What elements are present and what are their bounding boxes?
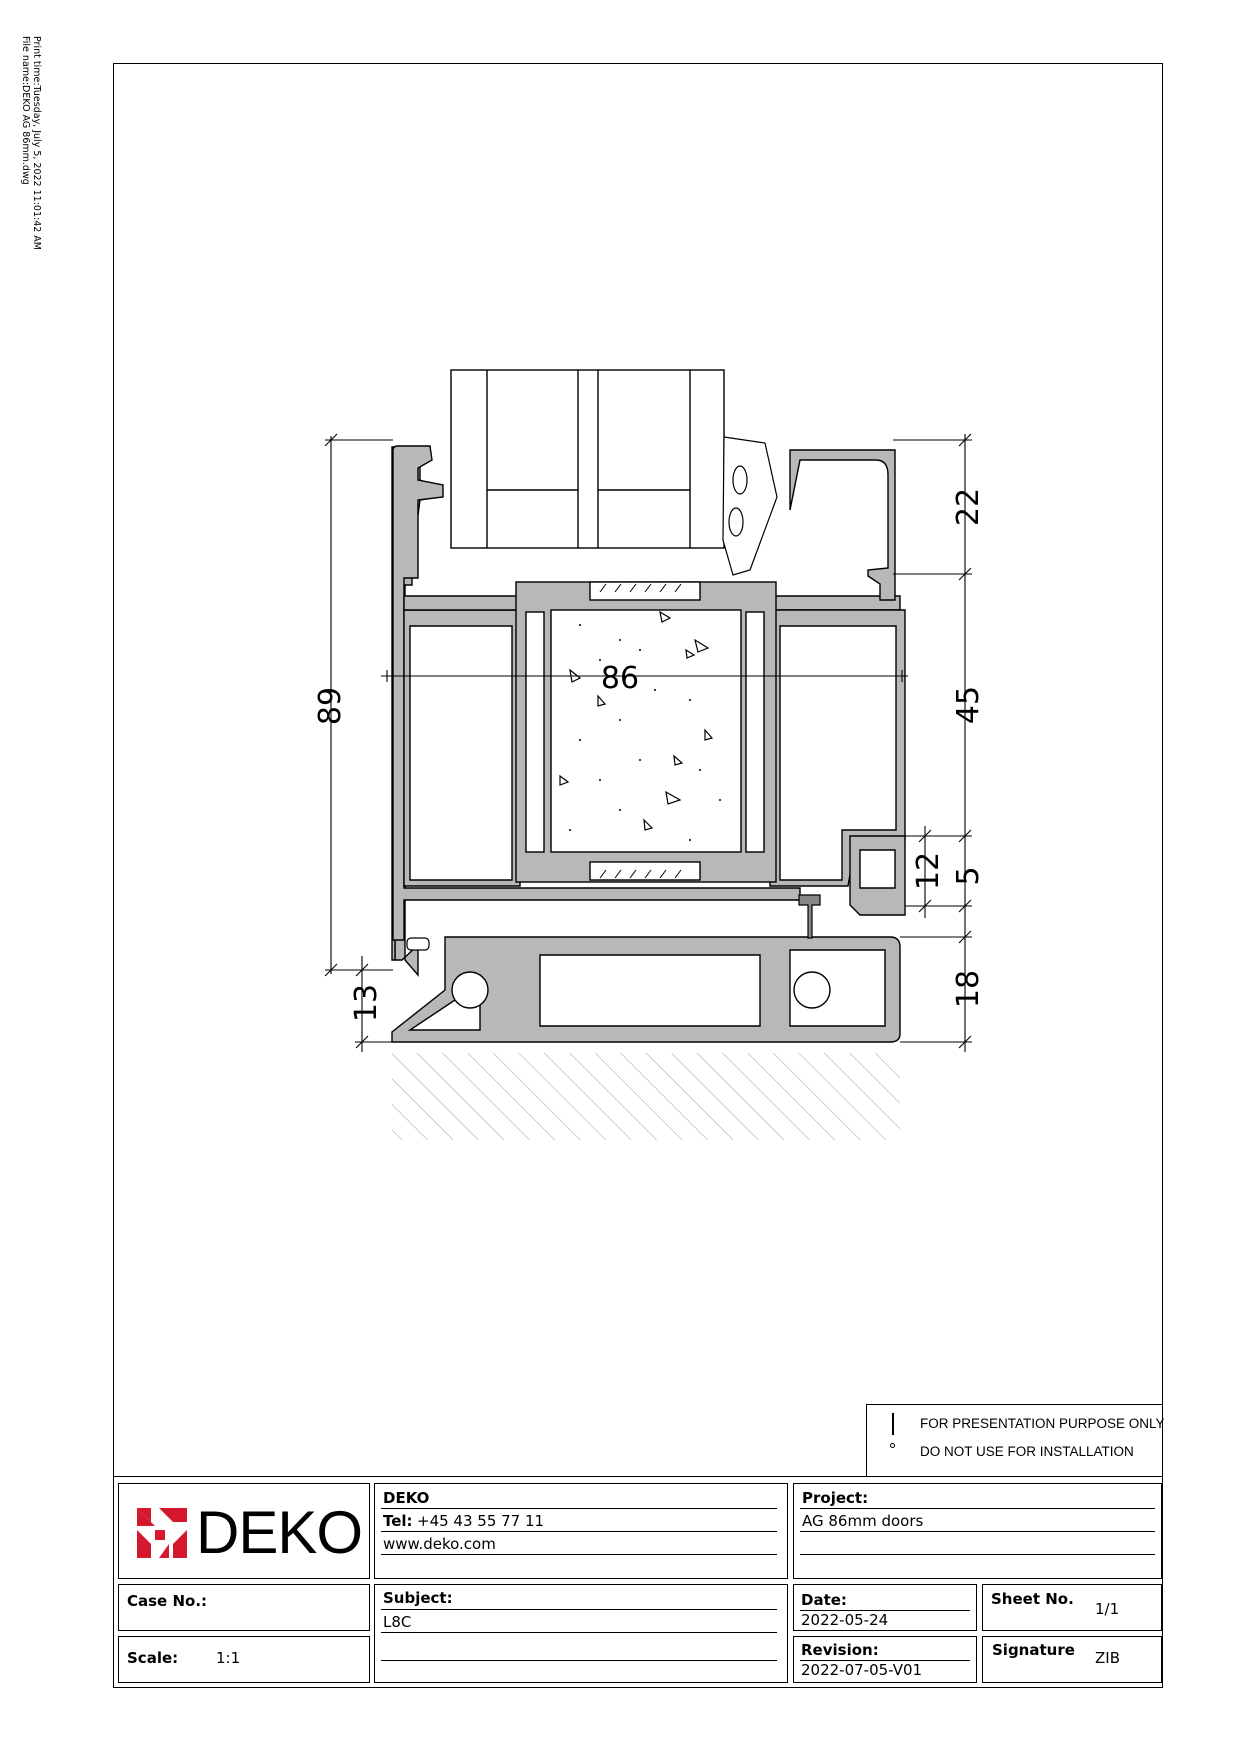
signature-label: Signature xyxy=(992,1641,1075,1659)
signature-cell: Signature ZIB xyxy=(982,1636,1162,1683)
project-cell: Project: AG 86mm doors xyxy=(793,1483,1162,1579)
dim-13: 13 xyxy=(349,984,384,1022)
tel-label: Tel: xyxy=(383,1512,413,1530)
dimension-lines xyxy=(324,433,972,1052)
dim-89: 89 xyxy=(313,687,348,725)
ground-hatch xyxy=(392,1053,900,1140)
scale-value: 1:1 xyxy=(216,1649,241,1667)
thermal-break xyxy=(599,583,682,879)
sheet-no-cell: Sheet No. 1/1 xyxy=(982,1584,1162,1631)
seal-detail xyxy=(406,894,821,951)
date-value: 2022-05-24 xyxy=(801,1611,889,1629)
company-name: DEKO xyxy=(383,1489,430,1507)
tel-value: +45 43 55 77 11 xyxy=(417,1512,545,1530)
case-no-cell: Case No.: xyxy=(118,1584,370,1631)
dim-18: 18 xyxy=(951,970,986,1008)
dim-45: 45 xyxy=(951,686,986,724)
case-no-label: Case No.: xyxy=(127,1592,208,1610)
sheet-frame xyxy=(113,63,1163,1688)
sheet-no-label: Sheet No. xyxy=(991,1590,1074,1608)
title-block: DEKO DEKO Tel: +45 43 55 77 11 www.deko.… xyxy=(113,1476,1163,1688)
project-value: AG 86mm doors xyxy=(802,1512,924,1530)
subject-label: Subject: xyxy=(383,1589,453,1607)
company-cell: DEKO Tel: +45 43 55 77 11 www.deko.com xyxy=(374,1483,788,1579)
revision-cell: Revision: 2022-07-05-V01 xyxy=(793,1636,977,1683)
note-line-2: DO NOT USE FOR INSTALLATION xyxy=(920,1444,1134,1459)
dimension-texts: 86 89 13 22 45 12 5 18 xyxy=(313,488,986,1022)
logo-cell: DEKO xyxy=(118,1483,370,1579)
note-line-1: FOR PRESENTATION PURPOSE ONLY xyxy=(920,1416,1165,1431)
signature-value: ZIB xyxy=(1095,1649,1120,1667)
dim-22: 22 xyxy=(951,488,986,526)
date-cell: Date: 2022-05-24 xyxy=(793,1584,977,1631)
deko-logo-icon xyxy=(137,1508,187,1558)
logo-text: DEKO xyxy=(196,1499,363,1566)
warning-icon xyxy=(887,1413,899,1451)
scale-cell: Scale: 1:1 xyxy=(118,1636,370,1683)
dim-86: 86 xyxy=(601,661,639,696)
sheet-no-value: 1/1 xyxy=(1095,1600,1120,1618)
dim-12: 12 xyxy=(911,852,946,890)
presentation-note: FOR PRESENTATION PURPOSE ONLY DO NOT USE… xyxy=(866,1404,1165,1476)
subject-value: L8C xyxy=(383,1613,412,1631)
company-web: www.deko.com xyxy=(383,1535,496,1553)
insulation-dots xyxy=(569,624,721,841)
glass-unit xyxy=(450,369,725,549)
revision-value: 2022-07-05-V01 xyxy=(801,1661,923,1679)
insulation-marks xyxy=(559,610,714,831)
revision-label: Revision: xyxy=(801,1641,879,1659)
project-label: Project: xyxy=(802,1489,869,1507)
subject-cell: Subject: L8C xyxy=(374,1584,788,1683)
door-leaf xyxy=(515,581,777,883)
date-label: Date: xyxy=(801,1591,847,1609)
dim-5: 5 xyxy=(951,866,986,885)
scale-label: Scale: xyxy=(127,1649,179,1667)
threshold-sill xyxy=(391,936,901,1043)
vent-holes xyxy=(722,436,778,576)
